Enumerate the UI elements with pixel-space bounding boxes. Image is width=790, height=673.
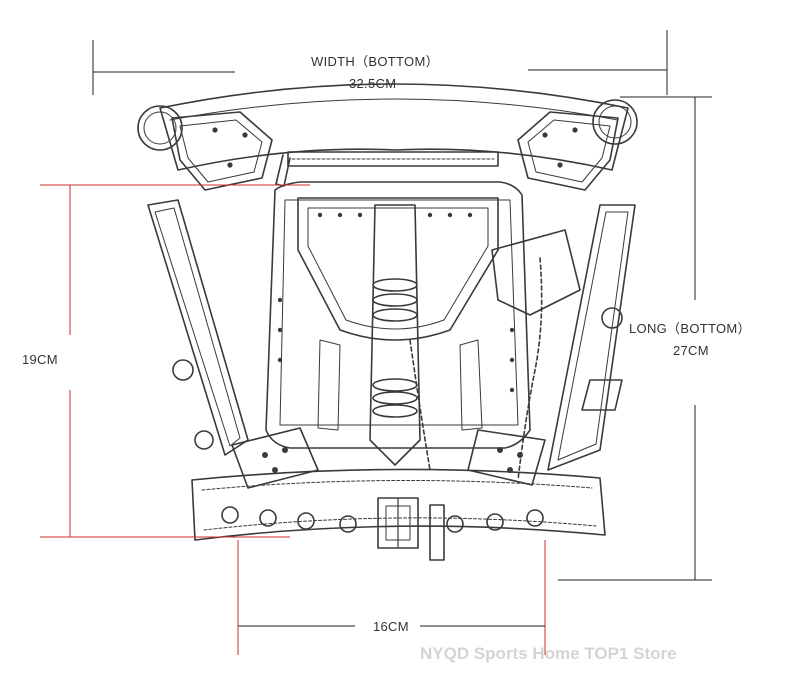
right-strap-tab (517, 111, 619, 191)
long-value: 27CM (673, 343, 709, 358)
left-strap-tab (171, 111, 273, 191)
rivets (212, 127, 578, 473)
center-strap (369, 204, 421, 466)
belt-buckle (377, 497, 419, 549)
left-shoulder-strap (147, 199, 249, 456)
width-dimension-lines (92, 30, 668, 95)
right-shoulder-strap (547, 204, 636, 471)
store-watermark: NYQD Sports Home TOP1 Store (420, 644, 677, 663)
right-ring-icon (592, 99, 638, 145)
left-strap-hole-icon (172, 359, 194, 381)
side-pocket (491, 229, 581, 316)
depth-dimension-lines (237, 540, 546, 655)
belt (191, 468, 606, 541)
chain (517, 257, 543, 481)
long-title: LONG（BOTTOM） (629, 321, 751, 336)
zipper (287, 151, 499, 167)
left-ring-icon (137, 105, 183, 151)
depth-value: 16CM (373, 619, 409, 634)
top-flap (159, 83, 629, 171)
height-dimension-lines (40, 184, 310, 538)
long-dimension-lines (558, 96, 712, 581)
right-strap-hole-icon (601, 307, 623, 329)
width-value: 32.5CM (349, 76, 397, 91)
height-value: 19CM (22, 352, 58, 367)
front-flap (297, 197, 499, 341)
width-title: WIDTH（BOTTOM） (311, 54, 439, 69)
main-body (265, 181, 531, 449)
